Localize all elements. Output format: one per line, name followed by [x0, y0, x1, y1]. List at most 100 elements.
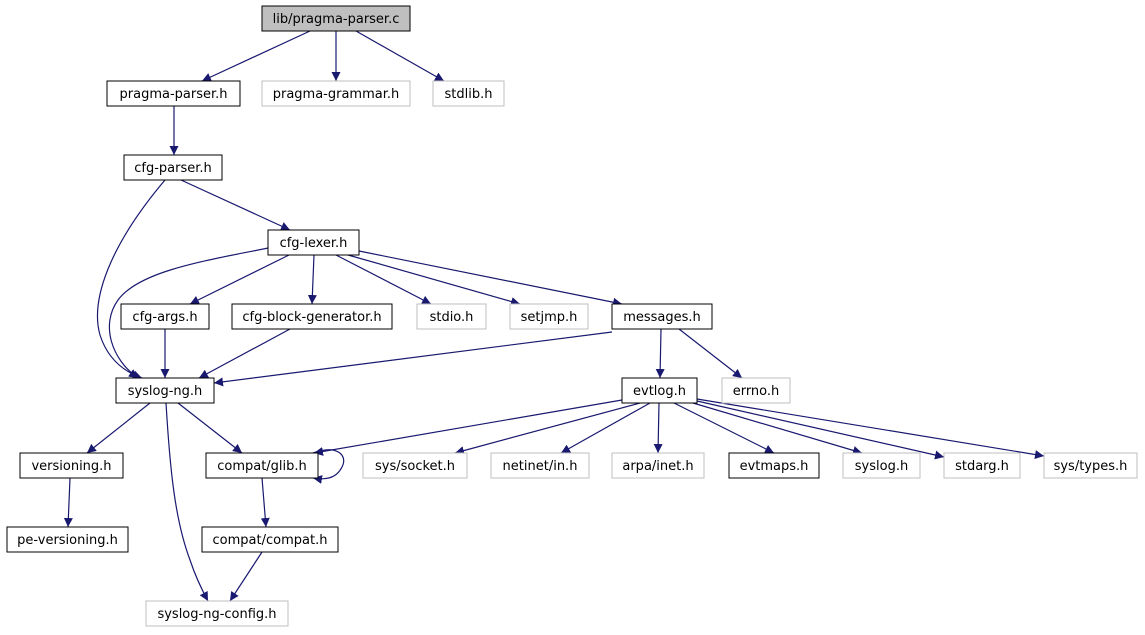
edge-versioning-h-to-pe-versioning-h	[63, 477, 73, 528]
node-cfg-args-h[interactable]: cfg-args.h	[120, 303, 210, 330]
node-box	[231, 303, 393, 330]
node-stdio-h: stdio.h	[416, 303, 487, 330]
node-box	[943, 452, 1021, 479]
node-syslog-h: syslog.h	[842, 452, 921, 479]
node-syslog-ng-config-h: syslog-ng-config.h	[145, 600, 289, 627]
node-evtmaps-h[interactable]: evtmaps.h	[728, 452, 820, 479]
node-label: netinet/in.h	[503, 459, 578, 474]
node-pragma-parser-h[interactable]: pragma-parser.h	[106, 80, 241, 107]
node-box	[267, 229, 360, 256]
node-label: compat/glib.h	[217, 459, 307, 474]
node-label: messages.h	[623, 310, 701, 325]
node-cfg-parser-h[interactable]: cfg-parser.h	[123, 154, 223, 181]
node-sys-types-h: sys/types.h	[1043, 452, 1138, 479]
node-sys-socket-h: sys/socket.h	[362, 452, 468, 479]
edge-evtlog-h-to-arpa-inet-h	[653, 402, 663, 454]
node-label: evtmaps.h	[740, 459, 809, 474]
node-label: arpa/inet.h	[622, 459, 693, 474]
edges	[63, 30, 1045, 602]
node-cfg-lexer-h[interactable]: cfg-lexer.h	[267, 229, 360, 256]
node-cfg-block-generator-h[interactable]: cfg-block-generator.h	[231, 303, 393, 330]
node-pragma-grammar-h: pragma-grammar.h	[261, 80, 411, 107]
nodes: lib/pragma-parser.c pragma-parser.h pragma…	[6, 5, 1138, 627]
node-label: cfg-lexer.h	[280, 236, 348, 251]
edge-cfg-lexer-h-to-syslog-ng-h	[108, 247, 269, 379]
edge-cfg-parser-h-to-syslog-ng-h	[96, 179, 166, 380]
edge-cfg-lexer-h-to-stdio-h	[335, 254, 432, 305]
node-box	[261, 5, 411, 32]
node-box	[362, 452, 468, 479]
node-evtlog-h[interactable]: evtlog.h	[621, 377, 698, 404]
node-label: pe-versioning.h	[17, 533, 118, 548]
node-label: syslog-ng.h	[128, 384, 203, 399]
edge-lib-pragma-parser-c-to-pragma-parser-h	[201, 30, 311, 82]
node-lib-pragma-parser-c[interactable]: lib/pragma-parser.c	[261, 5, 411, 32]
edge-syslog-ng-h-to-syslog-ng-config-h	[165, 402, 209, 602]
node-label: cfg-args.h	[132, 310, 197, 325]
node-messages-h[interactable]: messages.h	[611, 303, 713, 330]
node-box	[106, 80, 241, 107]
node-label: setjmp.h	[521, 310, 578, 325]
node-box	[123, 154, 223, 181]
node-label: cfg-block-generator.h	[242, 310, 381, 325]
node-box	[432, 80, 505, 107]
node-pe-versioning-h[interactable]: pe-versioning.h	[6, 526, 129, 553]
node-label: syslog.h	[855, 459, 908, 474]
edge-messages-h-to-errno-h	[678, 328, 743, 379]
edge-evtlog-h-to-sys-types-h	[696, 398, 1045, 459]
node-versioning-h[interactable]: versioning.h	[19, 452, 124, 479]
node-box	[1043, 452, 1138, 479]
node-box	[115, 377, 215, 404]
node-label: pragma-parser.h	[120, 87, 228, 102]
node-stdlib-h: stdlib.h	[432, 80, 505, 107]
node-compat-compat-h[interactable]: compat/compat.h	[201, 526, 339, 553]
node-setjmp-h: setjmp.h	[509, 303, 589, 330]
node-compat-glib-h[interactable]: compat/glib.h	[205, 452, 319, 479]
node-label: compat/compat.h	[213, 533, 328, 548]
node-box	[621, 377, 698, 404]
edge-cfg-block-generator-h-to-syslog-ng-h	[198, 328, 291, 379]
node-box	[261, 80, 411, 107]
node-errno-h: errno.h	[721, 377, 791, 404]
edge-messages-h-to-evtlog-h	[655, 328, 665, 379]
node-box	[205, 452, 319, 479]
edge-compat-compat-h-to-syslog-ng-config-h	[229, 551, 263, 602]
node-box	[721, 377, 791, 404]
node-netinet-in-h: netinet/in.h	[490, 452, 590, 479]
node-label: sys/socket.h	[375, 459, 455, 474]
edge-messages-h-to-syslog-ng-h	[213, 331, 613, 387]
edge-syslog-ng-h-to-versioning-h	[86, 402, 151, 454]
edge-cfg-lexer-h-to-messages-h	[358, 250, 623, 307]
edge-compat-glib-h-to-compat-glib-h	[312, 449, 345, 484]
edge-evtlog-h-to-evtmaps-h	[673, 402, 775, 454]
edge-evtlog-h-to-sys-socket-h	[454, 402, 641, 455]
edge-evtlog-h-to-syslog-h	[692, 402, 863, 455]
node-label: cfg-parser.h	[134, 161, 212, 176]
node-stdarg-h: stdarg.h	[943, 452, 1021, 479]
node-label: sys/types.h	[1054, 459, 1128, 474]
node-label: stdio.h	[430, 310, 474, 325]
node-label: versioning.h	[31, 459, 111, 474]
node-syslog-ng-h[interactable]: syslog-ng.h	[115, 377, 215, 404]
node-box	[201, 526, 339, 553]
node-arpa-inet-h: arpa/inet.h	[611, 452, 705, 479]
node-label: stdlib.h	[445, 87, 493, 102]
node-box	[416, 303, 487, 330]
edge-cfg-lexer-h-to-cfg-block-generator-h	[307, 254, 317, 305]
node-box	[19, 452, 124, 479]
node-box	[6, 526, 129, 553]
edge-compat-glib-h-to-compat-compat-h	[260, 477, 270, 528]
edge-evtlog-h-to-stdarg-h	[696, 400, 945, 460]
node-label: stdarg.h	[955, 459, 1009, 474]
edge-cfg-lexer-h-to-cfg-args-h	[189, 254, 290, 305]
node-label: lib/pragma-parser.c	[273, 12, 400, 27]
node-label: syslog-ng-config.h	[157, 607, 276, 622]
node-box	[842, 452, 921, 479]
node-label: pragma-grammar.h	[273, 87, 400, 102]
node-label: errno.h	[733, 384, 780, 399]
edge-cfg-lexer-h-to-setjmp-h	[347, 254, 521, 306]
node-label: evtlog.h	[633, 384, 686, 399]
node-box	[509, 303, 589, 330]
node-box	[728, 452, 820, 479]
